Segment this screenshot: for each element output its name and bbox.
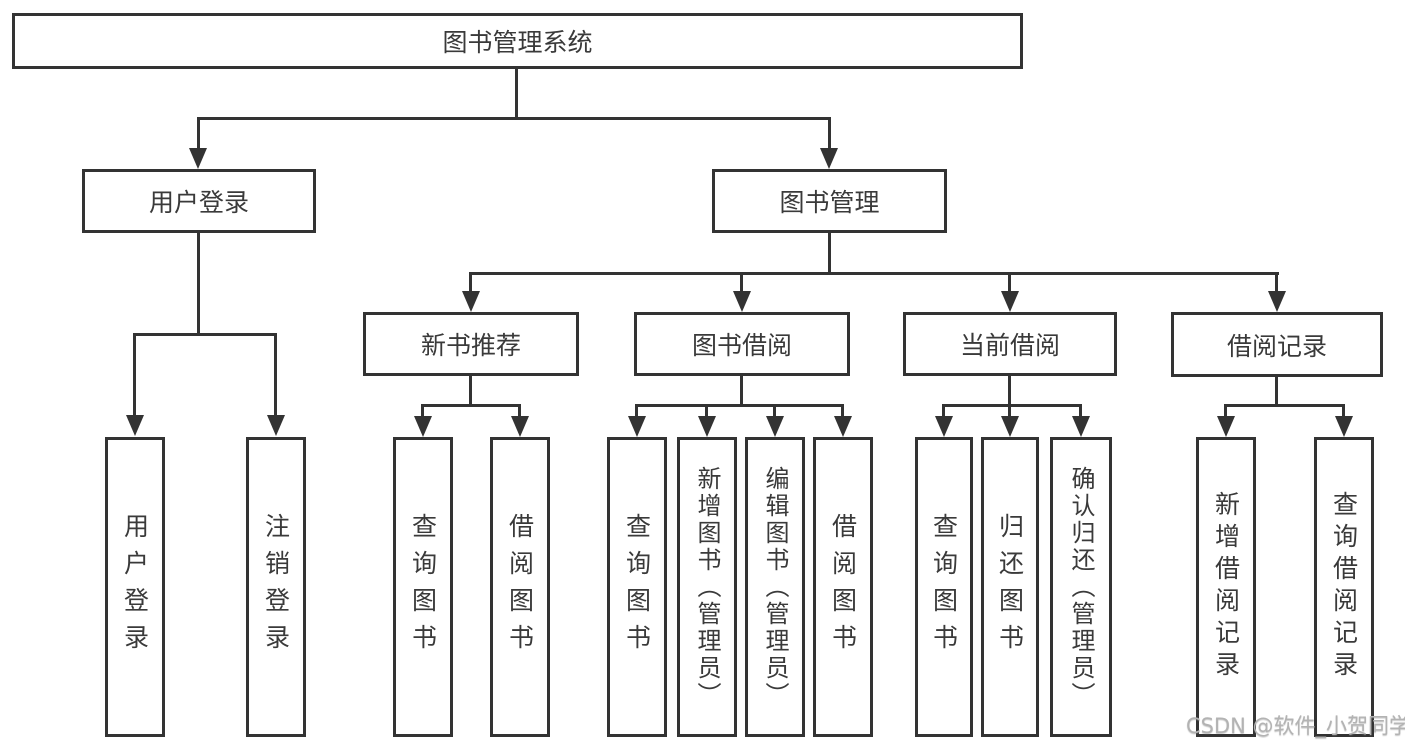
csdn-watermark: CSDN @软件_小贺同学 <box>1186 714 1405 738</box>
node-book-management: 图书管理 <box>712 169 947 233</box>
node-book-borrowing: 图书借阅 <box>634 312 850 376</box>
leaf-confirm-return-admin: 确认归还（管理员） <box>1050 437 1112 737</box>
connector-drop <box>421 404 424 416</box>
arrowhead-down <box>834 416 852 437</box>
connector-drop <box>1342 404 1345 416</box>
leaf-return-books: 归还图书 <box>981 437 1039 737</box>
leaf-label: 查询借阅记录 <box>1329 491 1359 683</box>
connector-drop <box>828 117 831 150</box>
connector-borrowing-rail <box>635 404 844 407</box>
node-label: 新书推荐 <box>420 331 521 360</box>
node-label: 用户登录 <box>148 188 249 217</box>
connector-drop <box>469 272 472 291</box>
leaf-add-borrow-record: 新增借阅记录 <box>1196 437 1256 737</box>
connector-newbook-stem <box>469 376 472 407</box>
leaf-borrow-books-recommend: 借阅图书 <box>490 437 550 737</box>
arrowhead-down <box>126 415 144 436</box>
connector-drop <box>1008 404 1011 416</box>
node-label: 当前借阅 <box>959 331 1060 360</box>
arrowhead-down <box>698 416 716 437</box>
leaf-logout: 注销登录 <box>246 437 306 737</box>
leaf-query-borrow-record: 查询借阅记录 <box>1314 437 1374 737</box>
arrowhead-down <box>1001 416 1019 437</box>
connector-user-login-stem <box>197 233 200 336</box>
arrowhead-down <box>1217 416 1235 437</box>
connector-drop <box>518 404 521 416</box>
connector-book-mgmt-stem <box>828 233 831 274</box>
connector-drop <box>942 404 945 416</box>
leaf-query-books-recommend: 查询图书 <box>393 437 453 737</box>
connector-drop <box>1275 272 1278 291</box>
connector-newbook-rail <box>421 404 521 407</box>
leaf-label: 新增图书（管理员） <box>693 465 721 709</box>
leaf-user-login: 用户登录 <box>105 437 165 737</box>
leaf-label: 借阅图书 <box>828 513 858 661</box>
connector-drop <box>705 404 708 416</box>
connector-drop <box>197 117 200 150</box>
connector-records-rail <box>1224 404 1345 407</box>
connector-drop <box>274 333 277 415</box>
leaf-label: 确认归还（管理员） <box>1067 465 1095 709</box>
arrowhead-down <box>733 291 751 312</box>
leaf-label: 用户登录 <box>120 513 150 661</box>
connector-drop <box>1008 272 1011 291</box>
leaf-borrow-books: 借阅图书 <box>813 437 873 737</box>
arrowhead-down <box>511 416 529 437</box>
leaf-label: 借阅图书 <box>505 513 535 661</box>
connector-user-login-rail <box>133 333 277 336</box>
node-borrowing-records: 借阅记录 <box>1171 312 1383 377</box>
connector-current-stem <box>1008 376 1011 407</box>
leaf-label: 编辑图书（管理员） <box>761 465 789 709</box>
arrowhead-down <box>1001 291 1019 312</box>
connector-book-mgmt-rail <box>469 272 1279 275</box>
arrowhead-down <box>1072 416 1090 437</box>
connector-drop <box>773 404 776 416</box>
leaf-label: 查询图书 <box>929 513 959 661</box>
node-label: 图书借阅 <box>691 331 792 360</box>
leaf-label: 归还图书 <box>995 513 1025 661</box>
connector-drop <box>133 333 136 415</box>
arrowhead-down <box>935 416 953 437</box>
arrowhead-down <box>267 415 285 436</box>
connector-drop <box>740 272 743 291</box>
connector-records-stem <box>1275 376 1278 407</box>
node-label: 图书管理 <box>779 188 880 217</box>
arrowhead-down <box>462 291 480 312</box>
connector-drop <box>841 404 844 416</box>
arrowhead-down <box>766 416 784 437</box>
node-current-borrowing: 当前借阅 <box>903 312 1117 376</box>
connector-drop <box>1079 404 1082 416</box>
leaf-label: 查询图书 <box>408 513 438 661</box>
leaf-add-books-admin: 新增图书（管理员） <box>677 437 737 737</box>
leaf-query-books-borrowing: 查询图书 <box>607 437 667 737</box>
leaf-label: 查询图书 <box>622 513 652 661</box>
arrowhead-down <box>628 416 646 437</box>
leaf-query-books-current: 查询图书 <box>915 437 973 737</box>
leaf-label: 新增借阅记录 <box>1211 491 1241 683</box>
connector-drop <box>1224 404 1227 416</box>
arrowhead-down <box>820 148 838 169</box>
arrowhead-down <box>1335 416 1353 437</box>
connector-root-rail <box>197 117 831 120</box>
connector-root-stem <box>515 69 518 119</box>
arrowhead-down <box>189 148 207 169</box>
node-new-book-recommendation: 新书推荐 <box>363 312 579 376</box>
leaf-label: 注销登录 <box>261 513 291 661</box>
node-label: 图书管理系统 <box>442 28 593 57</box>
node-label: 借阅记录 <box>1226 331 1327 361</box>
arrowhead-down <box>1268 291 1286 312</box>
node-user-login: 用户登录 <box>82 169 316 233</box>
connector-borrowing-stem <box>740 376 743 407</box>
connector-current-rail <box>942 404 1082 407</box>
arrowhead-down <box>414 416 432 437</box>
connector-drop <box>635 404 638 416</box>
leaf-edit-books-admin: 编辑图书（管理员） <box>745 437 805 737</box>
node-library-management-system: 图书管理系统 <box>12 13 1023 69</box>
